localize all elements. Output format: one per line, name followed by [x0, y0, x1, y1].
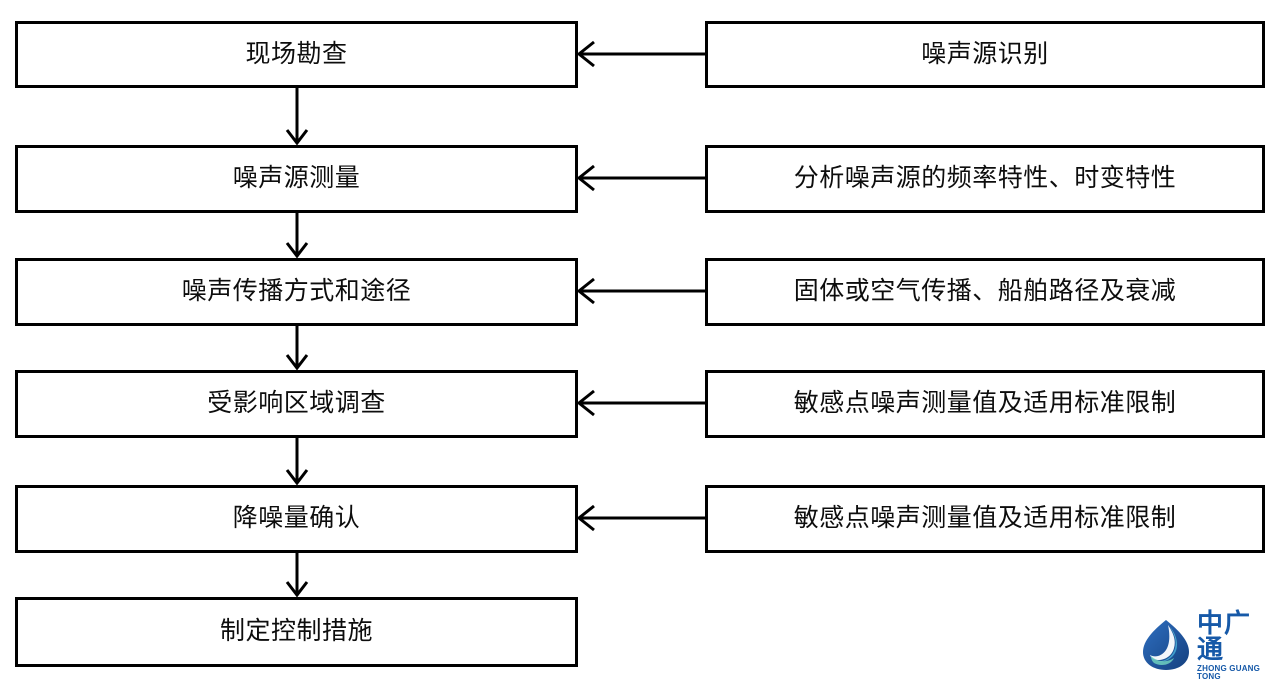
logo-name-en: ZHONG GUANG TONG [1197, 663, 1261, 681]
logo-wordmark: 中广通 ZHONG GUANG TONG [1197, 610, 1273, 681]
annotation-label: 固体或空气传播、船舶路径及衰减 [793, 278, 1177, 306]
arrow-note5-step5 [576, 504, 705, 532]
process-step-propagation-path[interactable]: 噪声传播方式和途径 [15, 258, 578, 326]
logo-name-cn: 中广通 [1197, 607, 1252, 664]
annotation-sensitive-point-limits-2[interactable]: 敏感点噪声测量值及适用标准限制 [705, 485, 1265, 553]
process-step-control-measures[interactable]: 制定控制措施 [15, 597, 578, 667]
annotation-label: 分析噪声源的频率特性、时变特性 [793, 165, 1177, 193]
arrow-note1-step1 [576, 40, 705, 68]
process-step-affected-area-survey[interactable]: 受影响区域调查 [15, 370, 578, 438]
step-label: 噪声源测量 [232, 165, 361, 193]
annotation-sensitive-point-limits-1[interactable]: 敏感点噪声测量值及适用标准限制 [705, 370, 1265, 438]
company-logo: 中广通 ZHONG GUANG TONG [1141, 610, 1273, 680]
arrow-step2-step3 [285, 213, 309, 259]
annotation-label: 敏感点噪声测量值及适用标准限制 [793, 505, 1177, 533]
annotation-label: 噪声源识别 [921, 40, 1049, 68]
water-droplet-swirl-icon [1143, 620, 1189, 670]
arrow-note2-step2 [576, 164, 705, 192]
process-step-noise-source-measurement[interactable]: 噪声源测量 [15, 145, 578, 213]
arrow-note4-step4 [576, 389, 705, 417]
arrow-step4-step5 [285, 438, 309, 486]
arrow-step3-step4 [285, 326, 309, 371]
step-label: 受影响区域调查 [207, 390, 386, 418]
annotation-noise-source-identification[interactable]: 噪声源识别 [705, 21, 1265, 88]
step-label: 现场勘查 [245, 40, 348, 68]
process-step-site-survey[interactable]: 现场勘查 [15, 21, 578, 88]
step-label: 降噪量确认 [232, 505, 361, 533]
step-label: 噪声传播方式和途径 [181, 278, 412, 306]
annotation-frequency-time-characteristics[interactable]: 分析噪声源的频率特性、时变特性 [705, 145, 1265, 213]
annotation-transmission-path-attenuation[interactable]: 固体或空气传播、船舶路径及衰减 [705, 258, 1265, 326]
annotation-label: 敏感点噪声测量值及适用标准限制 [793, 390, 1177, 418]
arrow-step5-step6 [285, 553, 309, 598]
process-step-noise-reduction-confirm[interactable]: 降噪量确认 [15, 485, 578, 553]
arrow-note3-step3 [576, 277, 705, 305]
step-label: 制定控制措施 [219, 618, 373, 646]
arrow-step1-step2 [285, 88, 309, 146]
